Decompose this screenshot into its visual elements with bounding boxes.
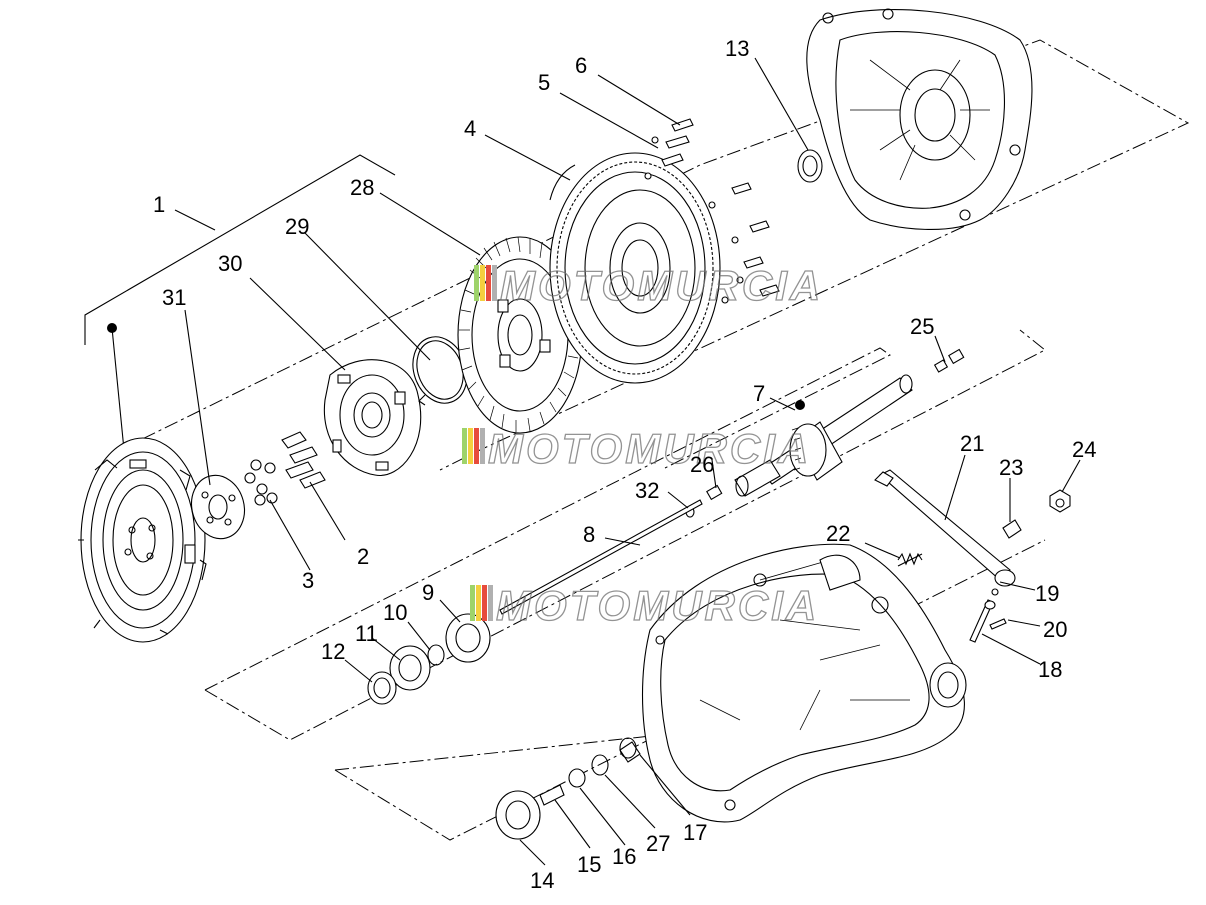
label-18: 18 (1038, 657, 1062, 682)
flywheel (549, 152, 721, 384)
label-5: 5 (538, 70, 550, 95)
label-25: 25 (910, 314, 934, 339)
label-19: 19 (1035, 581, 1059, 606)
label-31: 31 (162, 285, 186, 310)
label-29: 29 (285, 214, 309, 239)
label-8: 8 (583, 522, 595, 547)
label-28: 28 (350, 175, 374, 200)
label-3: 3 (302, 568, 314, 593)
label-6: 6 (575, 53, 587, 78)
label-26: 26 (690, 452, 714, 477)
label-9: 9 (422, 580, 434, 605)
release-lever (874, 469, 1016, 587)
washers-and-bolts (244, 431, 326, 506)
label-24: 24 (1072, 437, 1096, 462)
label-15: 15 (577, 852, 601, 877)
label-23: 23 (999, 455, 1023, 480)
watermark-top: MOTOMURCIA (474, 261, 823, 310)
label-4: 4 (464, 116, 476, 141)
watermark-bottom: MOTOMURCIA (470, 581, 819, 630)
part-labels: 1 2 3 4 5 6 7 8 9 10 11 12 13 14 15 16 1… (153, 36, 1096, 893)
pressure-plate (78, 437, 207, 643)
assembly-dot-7 (795, 400, 805, 410)
lower-bearing-set (495, 737, 641, 840)
small-plate (191, 474, 245, 540)
label-32: 32 (635, 478, 659, 503)
leader-lines (184, 57, 1081, 866)
label-20: 20 (1043, 617, 1067, 642)
seal (797, 149, 823, 183)
push-rod (499, 499, 703, 615)
label-30: 30 (218, 251, 242, 276)
label-14: 14 (530, 868, 554, 893)
flywheel-bolts (644, 118, 780, 304)
watermark-text: MOTOMURCIA (500, 262, 823, 309)
label-21: 21 (960, 431, 984, 456)
label-27: 27 (646, 831, 670, 856)
watermark-middle: MOTOMURCIA (462, 424, 811, 473)
label-2: 2 (357, 544, 369, 569)
bearing-stack (367, 613, 491, 705)
input-shaft (734, 374, 913, 497)
label-16: 16 (612, 844, 636, 869)
release-carrier (323, 359, 422, 476)
upper-housing (806, 8, 1033, 231)
watermark-text: MOTOMURCIA (496, 582, 819, 629)
label-1: 1 (153, 192, 165, 217)
spring (897, 552, 923, 567)
label-10: 10 (383, 600, 407, 625)
lower-housing (641, 543, 967, 823)
watermark-text: MOTOMURCIA (488, 425, 811, 472)
label-22: 22 (826, 521, 850, 546)
label-7: 7 (753, 381, 765, 406)
label-17: 17 (683, 820, 707, 845)
label-11: 11 (355, 621, 378, 646)
assembly-bracket-1 (84, 154, 396, 461)
small-hardware (969, 489, 1071, 643)
label-12: 12 (321, 639, 345, 664)
label-13: 13 (725, 36, 749, 61)
